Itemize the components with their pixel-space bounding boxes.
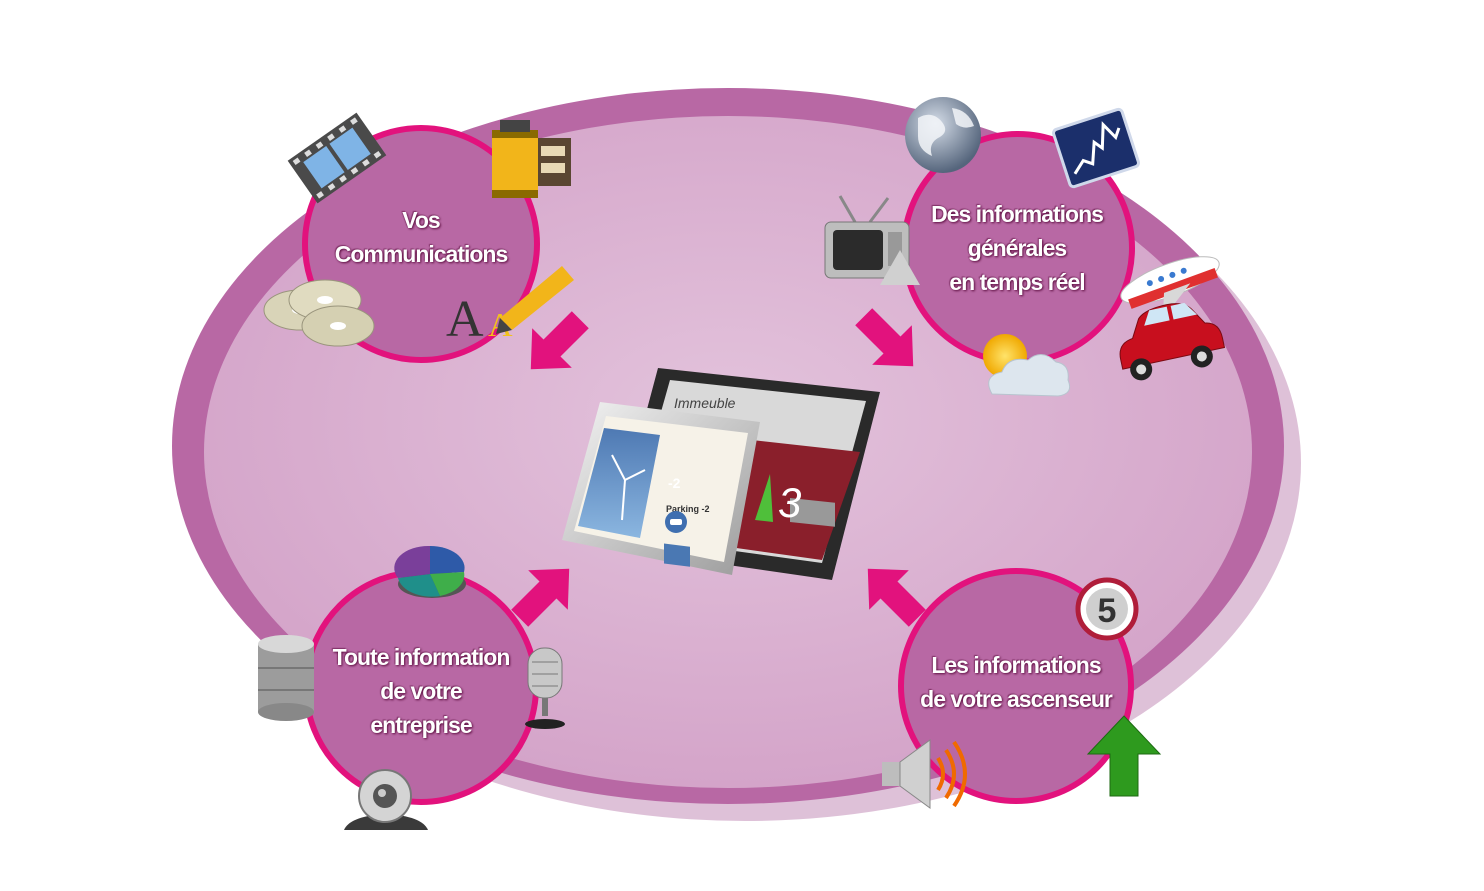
node-communications-circle [302, 125, 540, 363]
label-line: générales [967, 235, 1067, 261]
label-line: entreprise [370, 712, 472, 738]
label-line: de votre ascenseur [920, 686, 1113, 712]
weather-icon [983, 334, 1071, 397]
display-screens: Immeuble 3 -2 Parking -2 [562, 368, 880, 580]
film-strip-icon [287, 112, 387, 204]
arrow-bottom-right [867, 568, 926, 627]
arrow-top-left [530, 311, 589, 370]
svg-text:A: A [446, 291, 484, 348]
stock-chart-icon [1052, 107, 1140, 189]
arrow-top-right [855, 308, 914, 367]
node-general-info-label: Des informations générales en temps réel [912, 197, 1122, 299]
cd-discs-icon [263, 279, 375, 347]
front-screen-floor: -2 [668, 475, 681, 491]
up-arrow-icon [1086, 715, 1162, 797]
label-line: Les informations [931, 652, 1101, 678]
node-elevator-info-label: Les informations de votre ascenseur [903, 648, 1129, 716]
node-elevator-info-circle [898, 568, 1134, 804]
front-screen-parking: Parking -2 [666, 504, 710, 514]
webcam-icon [344, 769, 428, 830]
node-company-info-label: Toute information de votre entreprise [316, 640, 526, 742]
tv-icon [824, 195, 920, 285]
database-icon [258, 635, 314, 721]
microphone-icon [525, 647, 565, 729]
label-line: en temps réel [949, 269, 1085, 295]
arrow-bottom-left [511, 568, 570, 627]
label-line: Vos [402, 207, 440, 233]
globe-icon [905, 97, 981, 173]
front-screen: -2 Parking -2 [562, 402, 760, 575]
back-screen-floor: 3 [778, 479, 801, 526]
label-line: de votre [380, 678, 462, 704]
back-screen-title: Immeuble [674, 395, 736, 411]
car-icon [1119, 302, 1226, 381]
label-line: Communications [334, 241, 509, 267]
font-highlighter-icon: A A [446, 266, 574, 348]
speaker-icon [882, 739, 967, 809]
node-communications-label: Vos Communications [321, 203, 521, 271]
label-line: Des informations [931, 201, 1104, 227]
floor-number-text: 5 [1098, 592, 1117, 630]
floor-number-icon: 5 [1075, 577, 1139, 641]
pie-chart-icon [394, 545, 466, 598]
film-roll-icon [492, 120, 571, 198]
label-line: Toute information [332, 644, 511, 670]
